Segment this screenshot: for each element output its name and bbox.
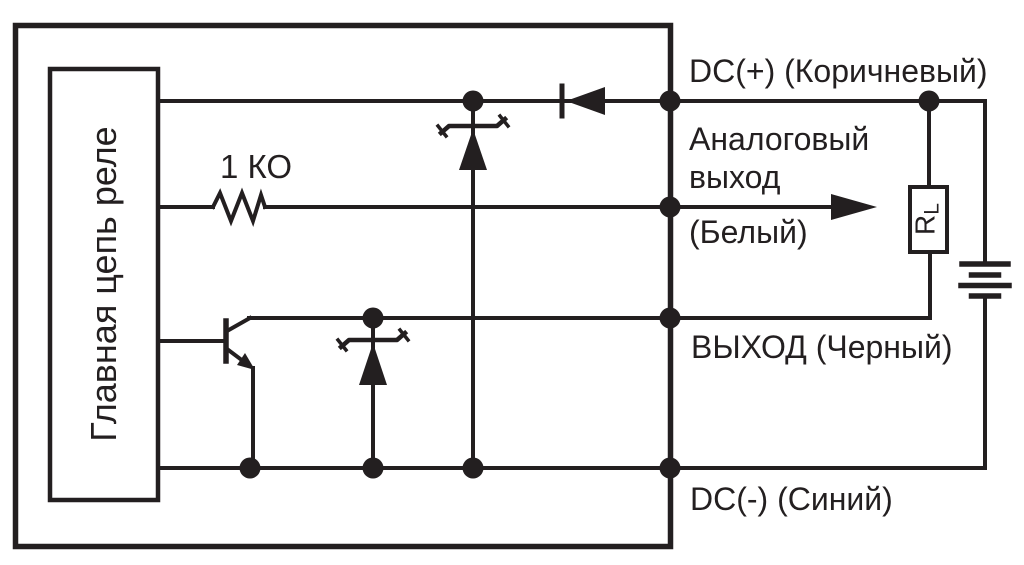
enclosure-outline [12,22,674,550]
analog-output-arrow-icon [831,194,877,220]
dc-plus-wire [156,99,987,265]
dc-minus-wire [156,297,987,470]
junction-dot [239,457,261,479]
output-label: ВЫХОД (Черный) [691,329,953,365]
load-resistor-label-main: R [909,214,941,235]
battery-icon [958,261,1012,299]
load-resistor-label: RL [909,203,947,235]
terminal-dot-analog [659,196,681,218]
relay-box-label: Главная цепь реле [83,126,124,442]
zener-diode-output-icon [335,327,411,385]
load-resistor-box [908,185,949,254]
analog-output-label-line2: выход [689,159,781,195]
terminal-dot-output [659,307,681,329]
dc-plus-label: DC(+) (Коричневый) [689,53,988,89]
analog-wire-color-label: (Белый) [689,214,808,250]
zener-diode-top-icon [435,113,511,170]
dc-minus-label: DC(-) (Синий) [690,481,893,517]
junction-dot [462,457,484,479]
resistor-value-label: 1 КО [220,148,293,185]
output-wire [247,250,932,320]
junction-dot [462,90,484,112]
junction-dot [362,457,384,479]
junction-dot [918,90,940,112]
npn-transistor-icon [223,315,255,470]
protection-diode-icon [559,83,605,119]
analog-output-label-line1: Аналоговый [689,121,870,157]
load-resistor-label-sub: L [920,203,944,215]
junction-dot [362,307,384,329]
junction-dots [239,90,940,479]
resistor-1k-icon [210,187,268,228]
terminal-dot-dc-plus [659,90,681,112]
relay-circuit-box [47,66,161,503]
terminal-dot-dc-minus [659,457,681,479]
